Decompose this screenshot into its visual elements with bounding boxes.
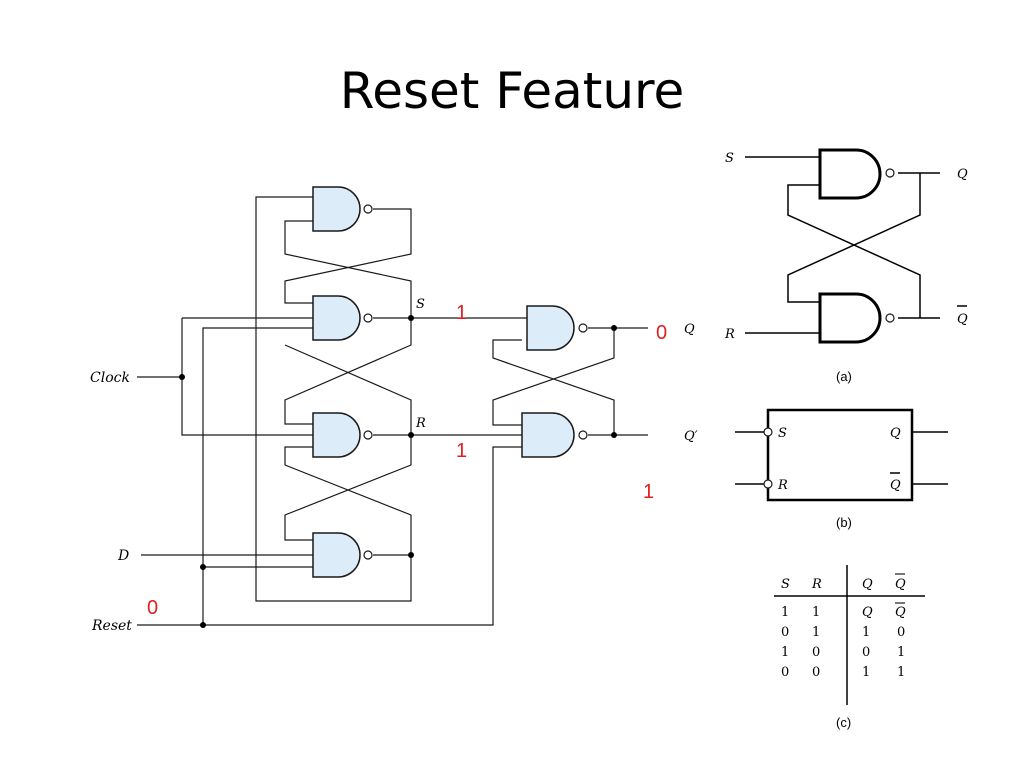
tt-header-r: R <box>811 577 822 592</box>
tt-cell: 0 <box>812 665 820 680</box>
tt-cell: 0 <box>862 645 870 660</box>
latch-a-s-label: S <box>725 151 734 166</box>
nand-gate-4 <box>312 532 373 578</box>
s-value-annotation: 1 <box>456 302 467 324</box>
truth-table: S R Q Q 1 1 Q Q 0 1 1 0 1 0 0 1 0 0 1 1 <box>774 565 925 705</box>
r-node-label: R <box>415 416 426 431</box>
d-label: D <box>117 548 129 564</box>
latch-b-s-label: S <box>778 426 787 441</box>
sr-latch-b <box>735 408 948 502</box>
q-prime-value-annotation: 1 <box>643 481 654 503</box>
nand-gate-3 <box>312 412 373 458</box>
sr-latch-a <box>745 148 940 344</box>
latch-b-caption: (b) <box>836 515 852 530</box>
latch-b-r-label: R <box>777 478 788 493</box>
q-output-label: Q <box>684 322 695 337</box>
tt-cell: 1 <box>862 625 870 640</box>
q-value-annotation: 0 <box>656 322 667 344</box>
tt-cell: 1 <box>812 625 820 640</box>
latch-a-caption: (a) <box>836 369 852 384</box>
tt-cell: 1 <box>781 645 789 660</box>
tt-cell: 0 <box>781 625 789 640</box>
tt-cell: 1 <box>897 665 905 680</box>
nand-gate-2 <box>312 295 373 341</box>
circuit-wires <box>137 196 648 626</box>
latch-a-qbar-label: Q <box>957 312 968 327</box>
truth-table-caption: (c) <box>836 715 851 730</box>
nand-gate-5 <box>526 305 588 351</box>
r-value-annotation: 1 <box>456 440 467 462</box>
tt-header-s: S <box>781 577 790 592</box>
latch-b-qbar-label: Q <box>890 478 901 493</box>
tt-cell: 0 <box>812 645 820 660</box>
latch-b-q-label: Q <box>890 426 901 441</box>
nand-gate-1 <box>312 186 373 232</box>
junction-dots <box>179 315 617 628</box>
tt-cell: 1 <box>897 645 905 660</box>
tt-header-qbar: Q <box>895 577 906 592</box>
tt-cell: 1 <box>812 605 820 620</box>
slide-title: Reset Feature <box>339 62 685 120</box>
reset-value-annotation: 0 <box>147 597 158 619</box>
nand-gate-6 <box>521 412 588 458</box>
tt-cell: 0 <box>897 625 905 640</box>
clock-label: Clock <box>90 370 130 386</box>
q-prime-output-label: Q′ <box>684 429 698 444</box>
latch-a-r-label: R <box>724 327 735 342</box>
reset-label: Reset <box>91 618 132 634</box>
tt-cell: 1 <box>862 665 870 680</box>
latch-a-q-label: Q <box>957 167 968 182</box>
tt-cell: Q <box>895 605 906 620</box>
tt-cell: 0 <box>781 665 789 680</box>
s-node-label: S <box>416 297 425 312</box>
tt-header-q: Q <box>862 577 873 592</box>
tt-cell: 1 <box>781 605 789 620</box>
tt-cell: Q <box>862 605 873 620</box>
